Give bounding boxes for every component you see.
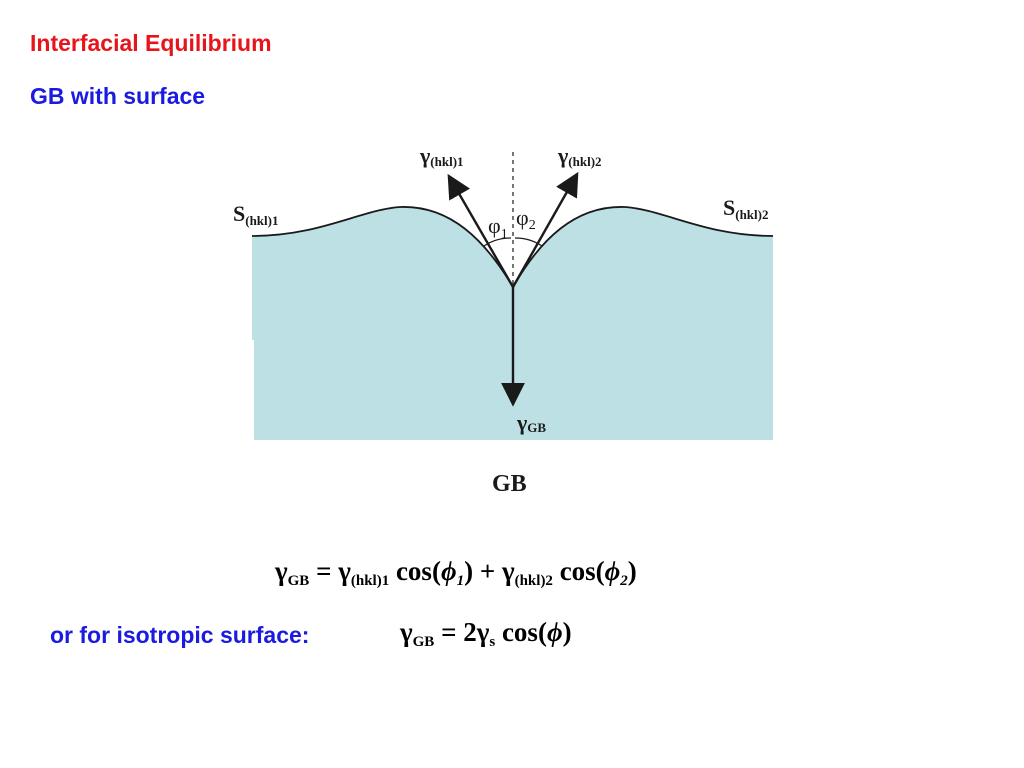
gamma-hkl2-arrow: [511, 171, 579, 288]
label-phi2: φ2: [516, 205, 536, 233]
label-s-hkl1: S(hkl)1: [233, 201, 278, 228]
equation-isotropic: γGB = 2γs cos(ϕ): [400, 617, 572, 650]
slide-title: Interfacial Equilibrium: [30, 30, 272, 56]
label-gamma-hkl1: γ(hkl)1: [419, 143, 464, 169]
label-gamma-hkl2: γ(hkl)2: [557, 143, 602, 169]
label-phi1: φ1: [488, 213, 508, 242]
equation-general: γGB = γ(hkl)1 cos(ϕ1) + γ(hkl)2 cos(ϕ2): [275, 556, 637, 589]
label-s-hkl2: S(hkl)2: [723, 195, 768, 222]
label-gb: GB: [492, 471, 527, 497]
label-gamma-gb: γGB: [516, 410, 546, 435]
slide-subtitle: GB with surface: [30, 83, 206, 109]
angle-arc-phi2: [514, 237, 543, 247]
isotropic-label: or for isotropic surface:: [50, 622, 310, 648]
angle-arc-phi1: [483, 237, 512, 247]
gamma-hkl1-arrow: [447, 173, 515, 288]
